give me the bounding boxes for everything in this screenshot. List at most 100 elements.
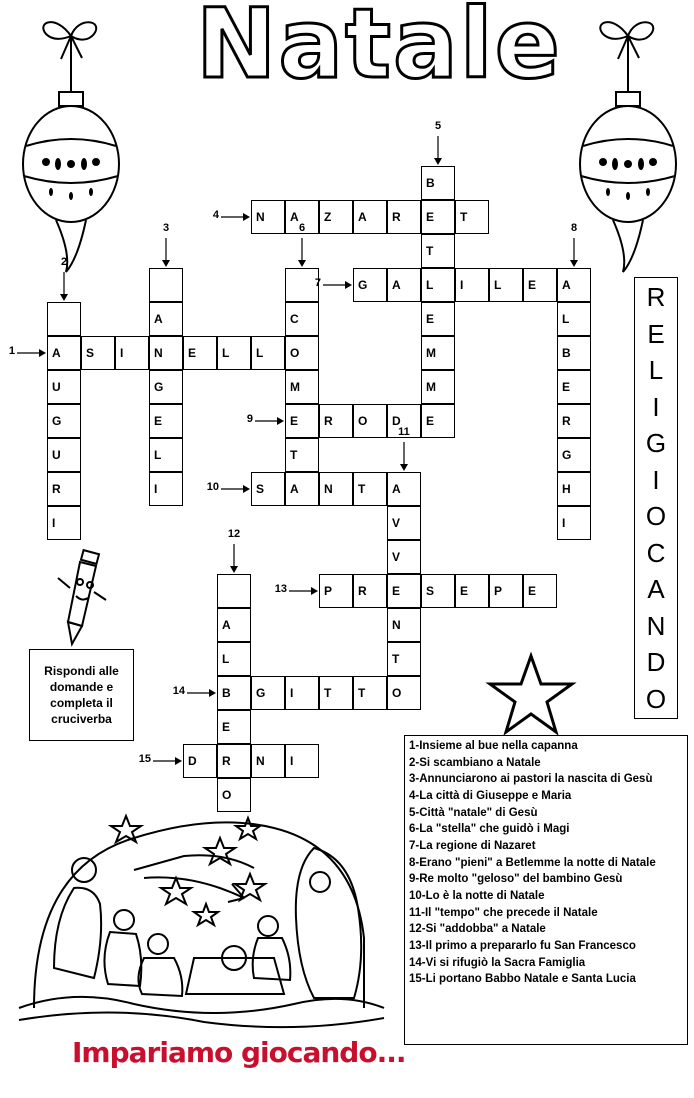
crossword-cell[interactable]: S: [421, 574, 455, 608]
crossword-cell[interactable]: E: [523, 574, 557, 608]
crossword-cell[interactable]: O: [217, 778, 251, 812]
side-word-letter: C: [646, 537, 666, 568]
crossword-cell[interactable]: U: [47, 438, 81, 472]
crossword-cell[interactable]: A: [217, 608, 251, 642]
crossword-cell[interactable]: E: [557, 370, 591, 404]
crossword-cell[interactable]: G: [251, 676, 285, 710]
crossword-cell[interactable]: H: [557, 472, 591, 506]
crossword-cell[interactable]: T: [387, 642, 421, 676]
crossword-cell[interactable]: T: [319, 676, 353, 710]
crossword-cell[interactable]: I: [115, 336, 149, 370]
crossword-cell[interactable]: [285, 268, 319, 302]
crossword-cell[interactable]: O: [285, 336, 319, 370]
crossword-cell[interactable]: T: [285, 438, 319, 472]
crossword-cell[interactable]: I: [285, 676, 319, 710]
crossword-cell[interactable]: T: [455, 200, 489, 234]
crossword-cell[interactable]: V: [387, 540, 421, 574]
crossword-cell[interactable]: E: [421, 404, 455, 438]
crossword-cell[interactable]: E: [421, 302, 455, 336]
crossword-cell[interactable]: E: [455, 574, 489, 608]
crossword-cell[interactable]: A: [387, 268, 421, 302]
crossword-cell[interactable]: N: [149, 336, 183, 370]
crossword-cell[interactable]: V: [387, 506, 421, 540]
cell-letter: D: [188, 754, 197, 768]
crossword-cell[interactable]: E: [523, 268, 557, 302]
cell-letter: E: [426, 312, 435, 326]
cell-letter: T: [290, 448, 298, 462]
cell-letter: A: [52, 346, 61, 360]
crossword-cell[interactable]: L: [217, 642, 251, 676]
crossword-cell[interactable]: M: [421, 370, 455, 404]
clue-item: 2-Si scambiano a Natale: [409, 756, 541, 769]
crossword-cell[interactable]: B: [217, 676, 251, 710]
crossword-cell[interactable]: D: [387, 404, 421, 438]
crossword-cell[interactable]: R: [557, 404, 591, 438]
cell-letter: O: [290, 346, 300, 360]
crossword-cell[interactable]: E: [149, 404, 183, 438]
cell-letter: A: [392, 278, 401, 292]
crossword-cell[interactable]: A: [557, 268, 591, 302]
crossword-cell[interactable]: R: [387, 200, 421, 234]
cell-letter: B: [222, 686, 231, 700]
crossword-cell[interactable]: T: [353, 676, 387, 710]
crossword-cell[interactable]: N: [319, 472, 353, 506]
crossword-cell[interactable]: A: [285, 472, 319, 506]
crossword-cell[interactable]: L: [149, 438, 183, 472]
crossword-cell[interactable]: E: [217, 710, 251, 744]
crossword-cell[interactable]: [47, 302, 81, 336]
crossword-cell[interactable]: A: [149, 302, 183, 336]
crossword-cell[interactable]: P: [489, 574, 523, 608]
crossword-cell[interactable]: R: [353, 574, 387, 608]
crossword-cell[interactable]: R: [217, 744, 251, 778]
crossword-cell[interactable]: L: [421, 268, 455, 302]
crossword-cell[interactable]: S: [251, 472, 285, 506]
crossword-cell[interactable]: L: [557, 302, 591, 336]
crossword-cell[interactable]: A: [285, 200, 319, 234]
crossword-cell[interactable]: I: [557, 506, 591, 540]
cell-letter: B: [426, 176, 435, 190]
crossword-cell[interactable]: O: [353, 404, 387, 438]
crossword-cell[interactable]: N: [251, 744, 285, 778]
crossword-cell[interactable]: G: [149, 370, 183, 404]
crossword-cell[interactable]: L: [489, 268, 523, 302]
crossword-cell[interactable]: O: [387, 676, 421, 710]
crossword-cell[interactable]: I: [47, 506, 81, 540]
crossword-cell[interactable]: R: [319, 404, 353, 438]
crossword-cell[interactable]: M: [421, 336, 455, 370]
crossword-cell[interactable]: M: [285, 370, 319, 404]
crossword-cell[interactable]: I: [149, 472, 183, 506]
crossword-cell[interactable]: D: [183, 744, 217, 778]
crossword-cell[interactable]: Z: [319, 200, 353, 234]
cell-letter: E: [562, 380, 571, 394]
crossword-cell[interactable]: N: [387, 608, 421, 642]
crossword-cell[interactable]: A: [353, 200, 387, 234]
crossword-cell[interactable]: R: [47, 472, 81, 506]
crossword-cell[interactable]: T: [421, 234, 455, 268]
crossword-cell[interactable]: [217, 574, 251, 608]
crossword-cell[interactable]: I: [455, 268, 489, 302]
crossword-cell[interactable]: E: [421, 200, 455, 234]
crossword-cell[interactable]: E: [183, 336, 217, 370]
crossword-cell[interactable]: G: [557, 438, 591, 472]
crossword-cell[interactable]: [149, 268, 183, 302]
crossword-cell[interactable]: A: [387, 472, 421, 506]
crossword-cell[interactable]: G: [47, 404, 81, 438]
crossword-cell[interactable]: S: [81, 336, 115, 370]
crossword-cell[interactable]: B: [557, 336, 591, 370]
crossword-cell[interactable]: G: [353, 268, 387, 302]
crossword-cell[interactable]: E: [387, 574, 421, 608]
crossword-cell[interactable]: L: [217, 336, 251, 370]
cell-letter: P: [494, 584, 503, 598]
crossword-cell[interactable]: T: [353, 472, 387, 506]
crossword-cell[interactable]: B: [421, 166, 455, 200]
crossword-cell[interactable]: N: [251, 200, 285, 234]
cell-letter: A: [290, 210, 299, 224]
crossword-cell[interactable]: U: [47, 370, 81, 404]
crossword-cell[interactable]: I: [285, 744, 319, 778]
cell-letter: I: [52, 516, 56, 530]
crossword-cell[interactable]: L: [251, 336, 285, 370]
crossword-cell[interactable]: E: [285, 404, 319, 438]
crossword-cell[interactable]: A: [47, 336, 81, 370]
crossword-cell[interactable]: C: [285, 302, 319, 336]
crossword-cell[interactable]: P: [319, 574, 353, 608]
